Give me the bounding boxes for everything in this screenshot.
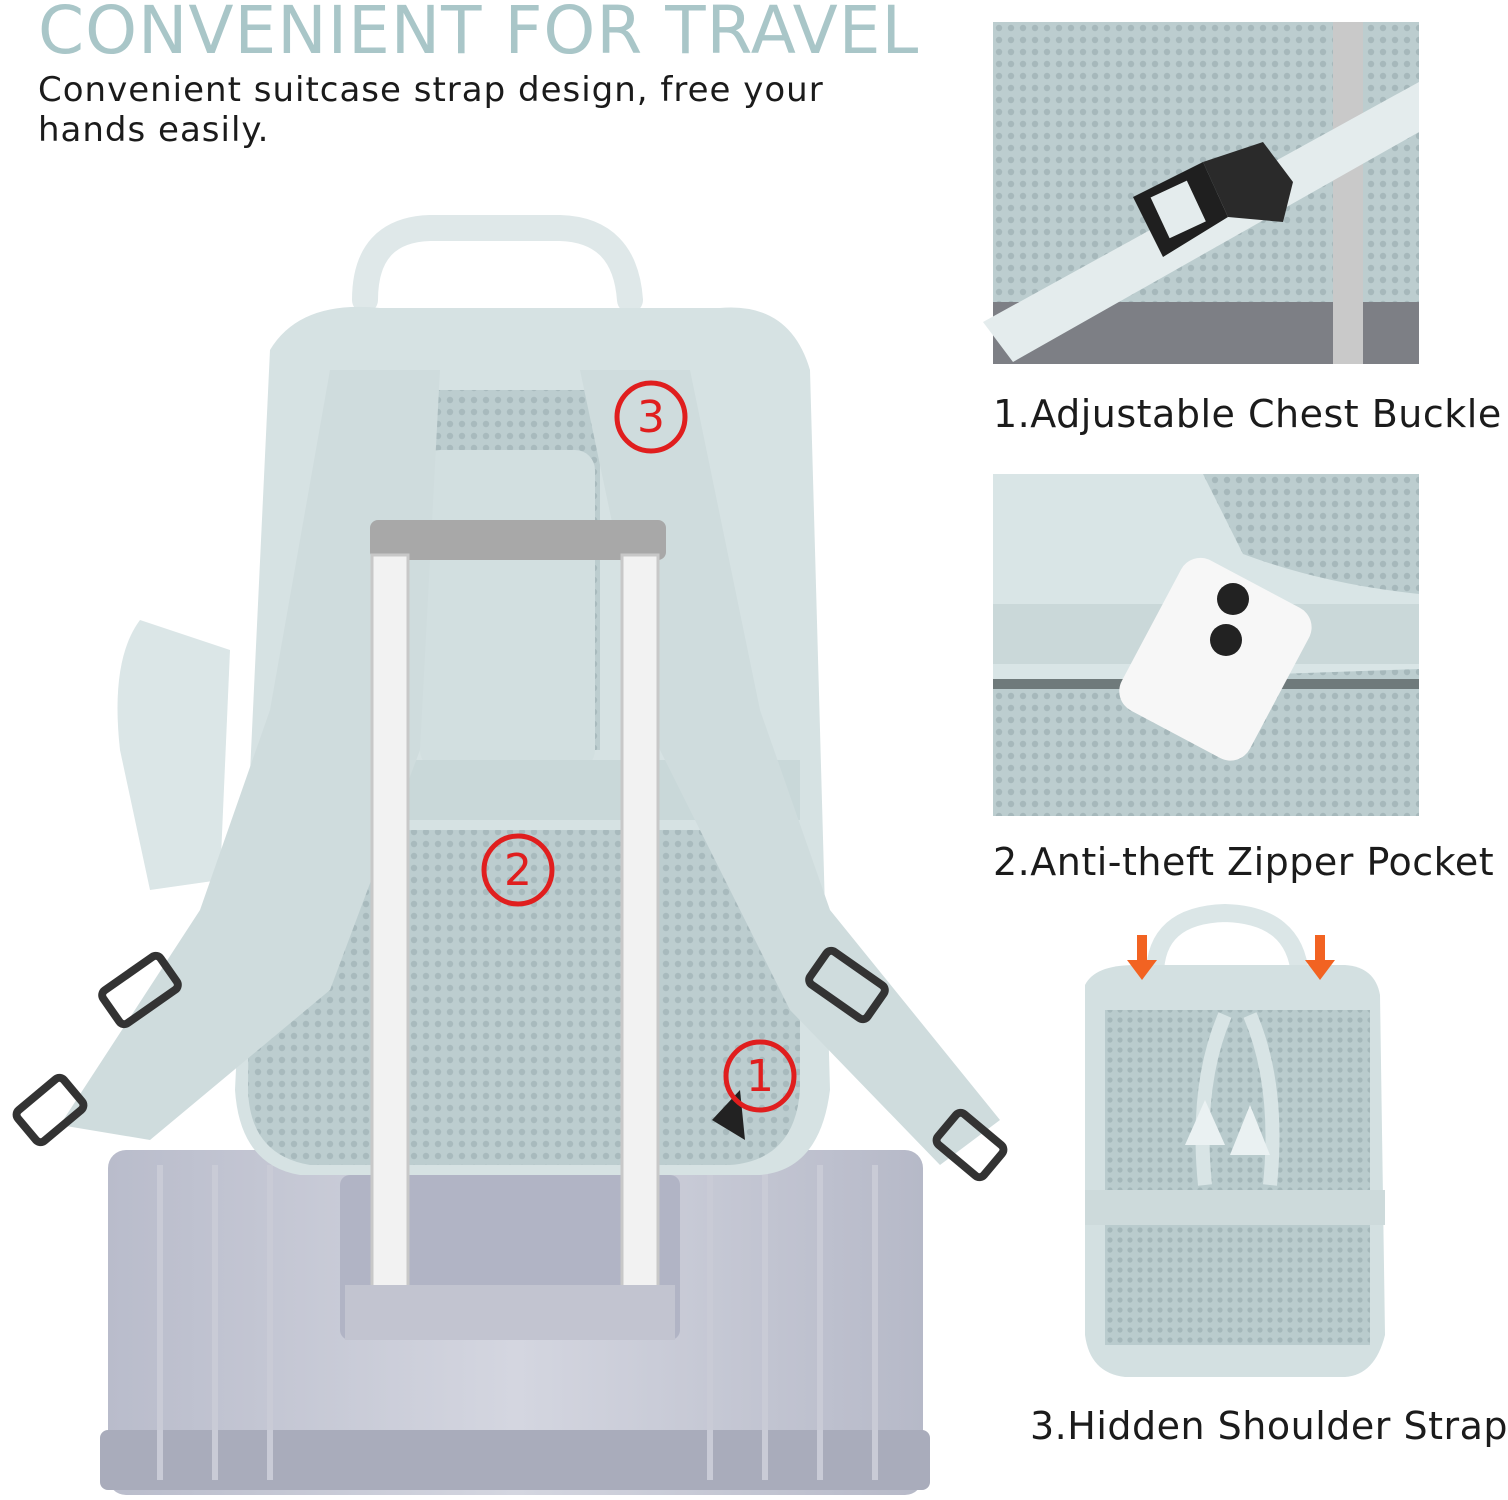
trolley-handle xyxy=(345,520,675,1340)
marker-2: 2 xyxy=(504,845,532,896)
chest-buckle-photo xyxy=(983,22,1419,364)
feature-caption-3: 3.Hidden Shoulder Strap xyxy=(1030,1404,1508,1448)
page-subtitle: Convenient suitcase strap design, free y… xyxy=(38,70,824,150)
feature-caption-1: 1.Adjustable Chest Buckle xyxy=(993,392,1502,436)
hidden-strap-photo xyxy=(1085,903,1385,1377)
buckle-icon xyxy=(1133,142,1293,257)
backpack-image xyxy=(12,306,1008,1182)
page-title: CONVENIENT FOR TRAVEL xyxy=(38,0,920,69)
zipper-pocket-photo xyxy=(993,474,1419,816)
marker-1: 1 xyxy=(746,1051,774,1102)
hero-backpack-image: 3 2 1 xyxy=(12,215,1008,1495)
arrow-up-icon xyxy=(1185,1100,1270,1155)
marker-3: 3 xyxy=(637,392,665,443)
feature-caption-2: 2.Anti-theft Zipper Pocket xyxy=(993,840,1495,884)
arrow-down-icon xyxy=(1127,935,1335,980)
phone-icon xyxy=(1119,557,1312,761)
